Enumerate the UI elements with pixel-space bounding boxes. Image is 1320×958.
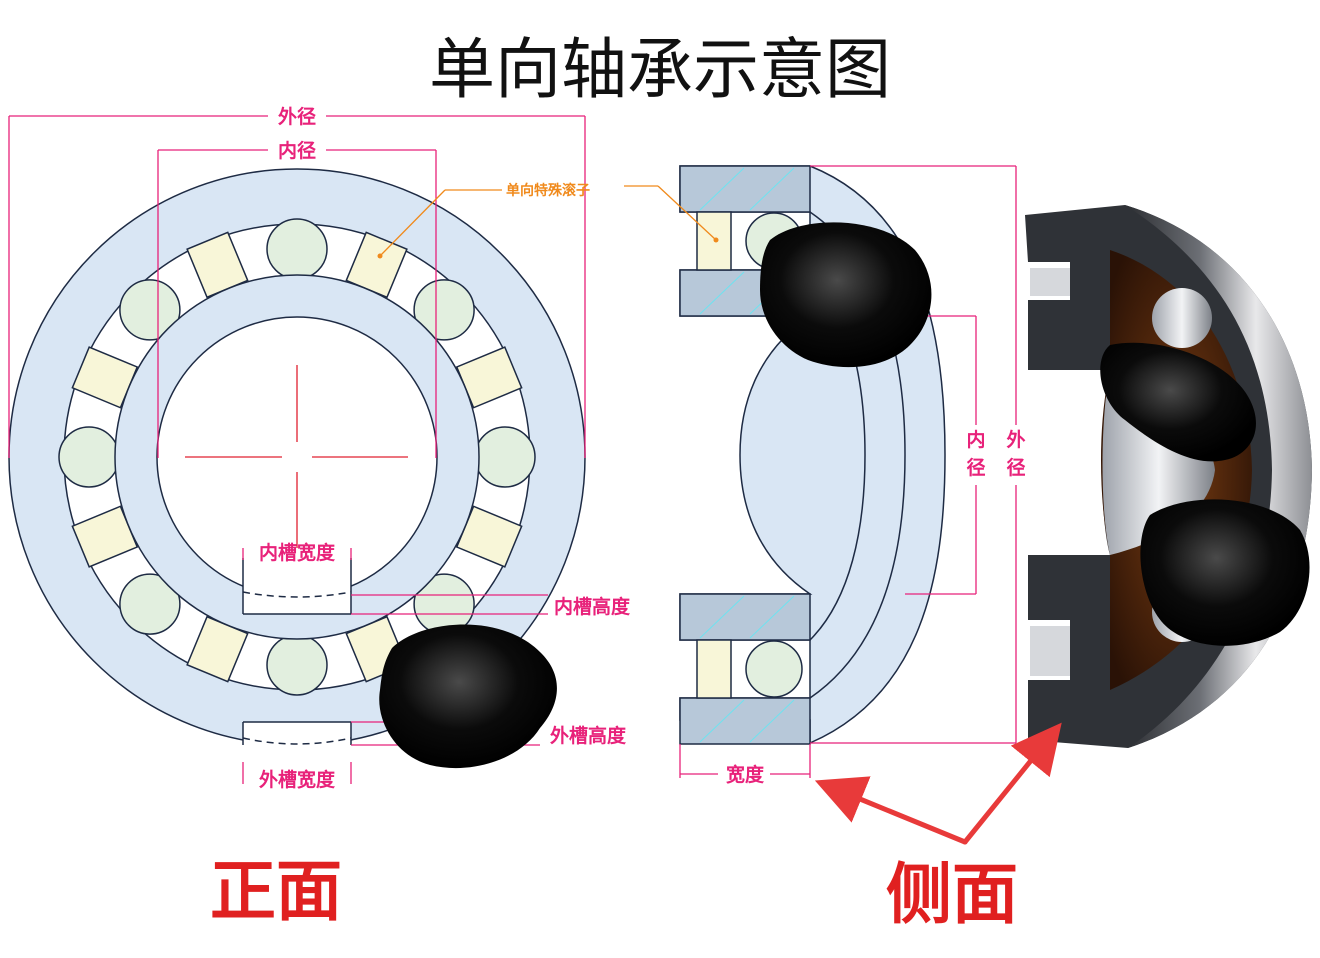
outer-groove	[243, 722, 351, 762]
front-ball	[58, 426, 120, 488]
front-ball	[413, 279, 475, 341]
outer-groove-width-label: 外槽宽度	[259, 768, 336, 791]
front-ball	[119, 279, 181, 341]
inner-diameter-label: 内径	[278, 139, 316, 162]
front-rollers	[58, 218, 536, 696]
roller-annotation: 单向特殊滚子	[506, 182, 590, 199]
side-outer-label-2: 径	[1006, 457, 1025, 479]
outer-diameter-label: 外径	[278, 105, 316, 128]
side-outer-label-1: 外	[1006, 428, 1025, 451]
side-inner-label-1: 内	[966, 428, 985, 451]
front-view-label: 正面	[210, 853, 342, 930]
ink-blot	[760, 222, 932, 368]
front-view: 外径 内径 单向特殊滚子 内槽宽度 内槽高度 外槽高度 外槽宽度	[8, 105, 631, 791]
ink-blot	[379, 624, 557, 769]
front-ball	[266, 218, 328, 280]
front-ball	[119, 573, 181, 635]
inner-groove-width-label: 内槽宽度	[259, 541, 336, 564]
front-ball	[266, 634, 328, 696]
ink-blot	[1100, 342, 1256, 462]
side-view-label: 侧面	[886, 856, 1018, 933]
side-width-label: 宽度	[726, 763, 765, 786]
side-view: 内 径 外 径 宽度	[624, 165, 1026, 786]
red-arrow-icon	[814, 722, 1062, 845]
side-inner-label-2: 径	[966, 457, 985, 479]
bearing-photo	[1025, 205, 1312, 748]
inner-groove-height-label: 内槽高度	[554, 595, 631, 618]
outer-groove-height-label: 外槽高度	[550, 724, 627, 747]
ink-blot	[1140, 499, 1310, 646]
inner-groove	[243, 558, 351, 614]
page-title: 单向轴承示意图	[429, 31, 891, 108]
front-ball	[474, 426, 536, 488]
